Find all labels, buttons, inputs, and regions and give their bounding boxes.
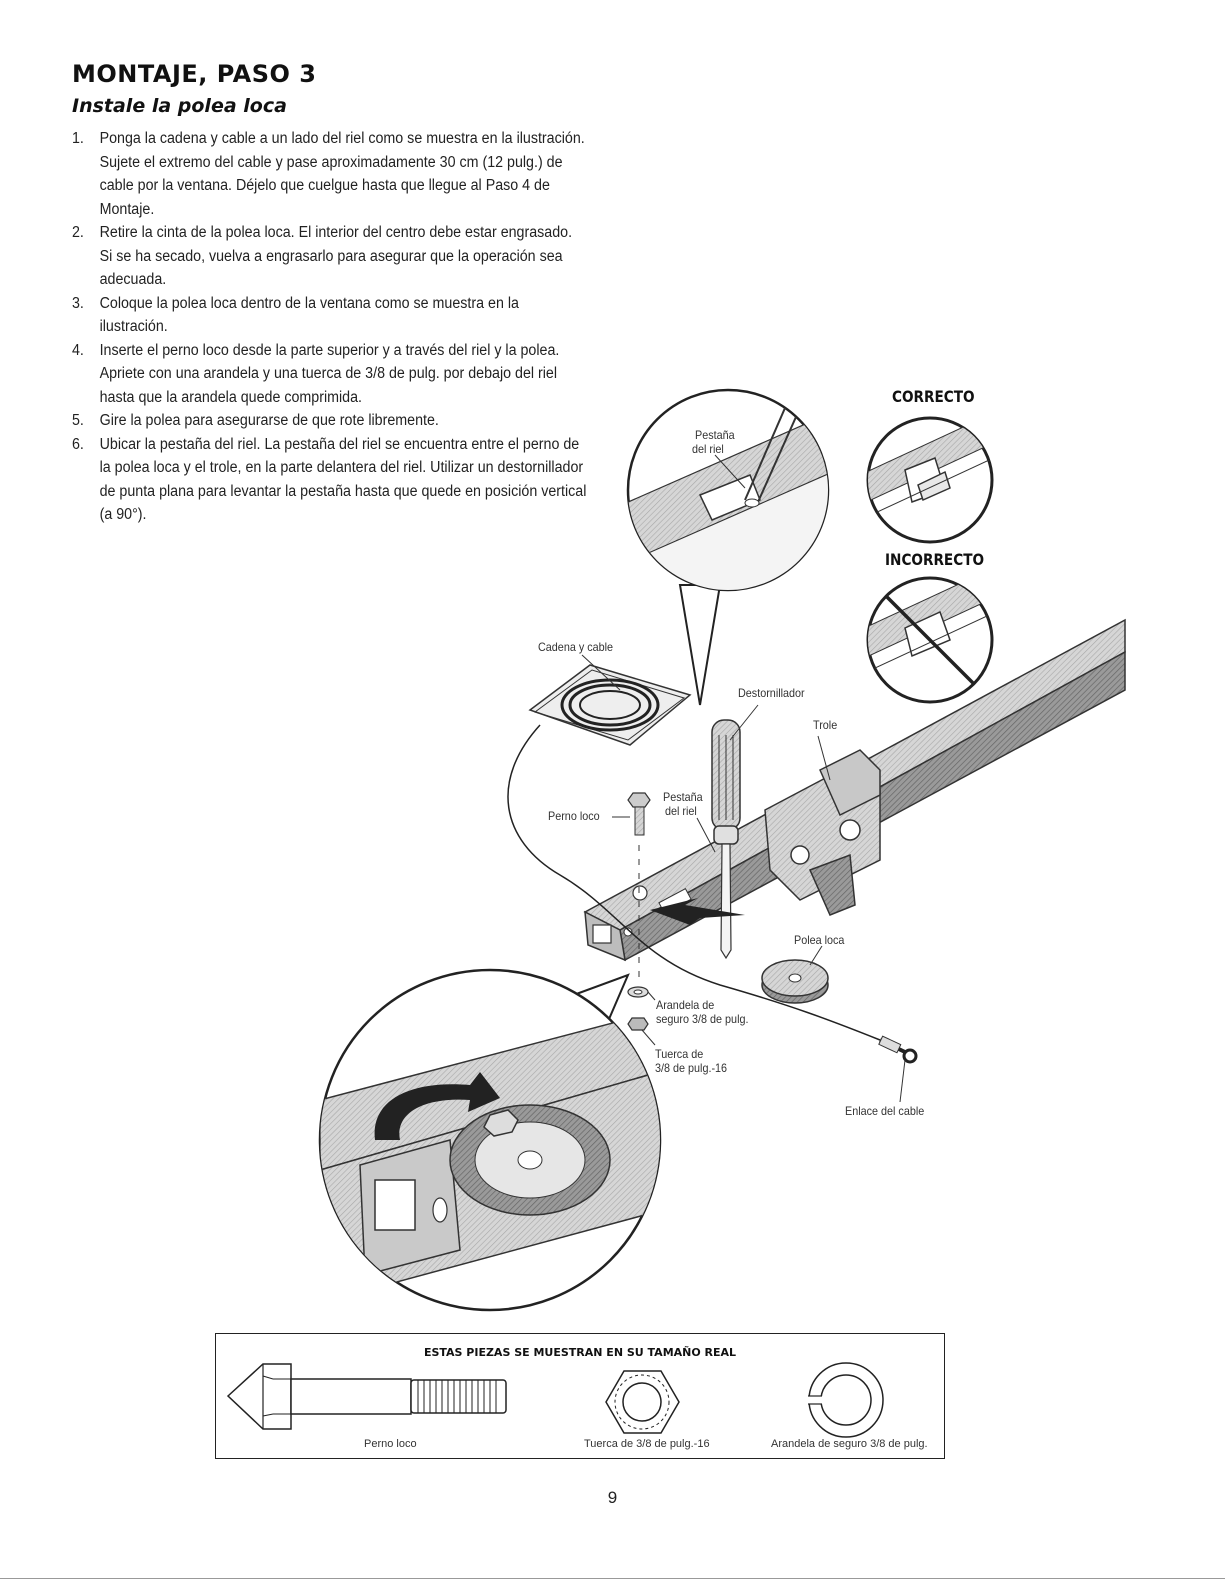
- screwdriver: [711, 719, 741, 960]
- rail-tab-zoom-callout: [626, 388, 830, 706]
- page-bottom-rule: [0, 1578, 1225, 1579]
- idler-bolt: [627, 792, 651, 985]
- part-label-perno: Perno loco: [364, 1438, 417, 1450]
- hex-nut: [627, 1017, 649, 1031]
- leader-lines: [581, 454, 906, 1103]
- step-number: 6.: [72, 435, 84, 453]
- instruction-steps: 1. Ponga la cadena y cable a un lado del …: [72, 127, 587, 527]
- parts-box-title: ESTAS PIEZAS SE MUESTRAN EN SU TAMAÑO RE…: [423, 1346, 737, 1359]
- step-number: 2.: [72, 224, 84, 241]
- idler-bolt-actual-icon: [226, 1363, 507, 1430]
- actual-size-parts-drawing: [226, 1362, 884, 1438]
- rotate-arrow-icon: [374, 1072, 500, 1140]
- cable-link: [878, 1035, 918, 1064]
- step-item: 6. Ubicar la pestaña del riel. La pestaña…: [72, 433, 587, 527]
- step-text: Coloque la polea loca dentro de la venta…: [99, 294, 519, 336]
- step-item: 5. Gire la polea para asegurarse de que r…: [72, 409, 587, 433]
- lock-washer-actual-icon: [804, 1362, 884, 1438]
- step-item: 4. Inserte el perno loco desde la parte s…: [72, 339, 587, 410]
- insert-arrow-icon: [650, 898, 745, 925]
- lock-washer: [627, 986, 649, 998]
- trolley: [764, 749, 881, 916]
- cable: [507, 724, 881, 1041]
- label-incorrecto: INCORRECTO: [885, 550, 985, 569]
- correct-example-circle: [866, 416, 994, 544]
- label-trole: Trole: [813, 718, 838, 732]
- label-correcto: CORRECTO: [892, 387, 975, 406]
- incorrect-example-circle: [866, 576, 994, 704]
- part-label-arandela: Arandela de seguro 3/8 de pulg.: [771, 1438, 928, 1450]
- step-number: 4.: [72, 341, 84, 359]
- prohibited-slash-icon: [885, 595, 975, 685]
- label-arandela: Arandela de: [656, 998, 715, 1012]
- step-text: Retire la cinta de la polea loca. El int…: [99, 224, 573, 288]
- step-item: 3. Coloque la polea loca dentro de la ven…: [72, 292, 587, 339]
- step-text: Inserte el perno loco desde la parte sup…: [99, 341, 560, 406]
- label-arandela: seguro 3/8 de pulg.: [656, 1012, 749, 1026]
- label-polea-loca: Polea loca: [794, 933, 845, 947]
- step-text: Gire la polea para asegurarse de que rot…: [99, 412, 439, 429]
- step-text: Ubicar la pestaña del riel. La pestaña d…: [99, 435, 587, 524]
- hex-nut-actual-icon: [605, 1370, 680, 1434]
- section-subtitle: Instale la polea loca: [72, 95, 287, 117]
- actual-size-parts-box: ESTAS PIEZAS SE MUESTRAN EN SU TAMAÑO RE…: [215, 1333, 945, 1459]
- label-perno-loco: Perno loco: [548, 809, 600, 823]
- label-tuerca: 3/8 de pulg.-16: [655, 1061, 728, 1075]
- step-number: 5.: [72, 412, 84, 429]
- chain-cable-package: [528, 664, 692, 746]
- label-pestana: Pestaña: [663, 790, 703, 804]
- idler-pulley: [761, 959, 829, 1004]
- label-cadena-cable: Cadena y cable: [538, 640, 614, 654]
- page-title: MONTAJE, PASO 3: [72, 60, 317, 88]
- step-number: 1.: [72, 130, 84, 147]
- step-item: 2. Retire la cinta de la polea loca. El i…: [72, 221, 587, 292]
- label-tuerca: Tuerca de: [655, 1047, 704, 1061]
- step-text: Ponga la cadena y cable a un lado del ri…: [99, 130, 585, 218]
- step-number: 3.: [72, 294, 84, 312]
- step-item: 1. Ponga la cadena y cable a un lado del …: [72, 127, 587, 221]
- part-label-tuerca: Tuerca de 3/8 de pulg.-16: [584, 1438, 710, 1450]
- label-enlace-cable: Enlace del cable: [845, 1104, 925, 1118]
- label-pestana-zoom: Pestaña: [695, 428, 735, 442]
- label-pestana-zoom: del riel: [692, 442, 724, 456]
- label-destornillador: Destornillador: [738, 686, 805, 700]
- page-number: 9: [607, 1488, 618, 1507]
- label-pestana: del riel: [665, 804, 697, 818]
- pulley-zoom-callout: [318, 968, 662, 1312]
- assembly-illustration: [318, 388, 1126, 1312]
